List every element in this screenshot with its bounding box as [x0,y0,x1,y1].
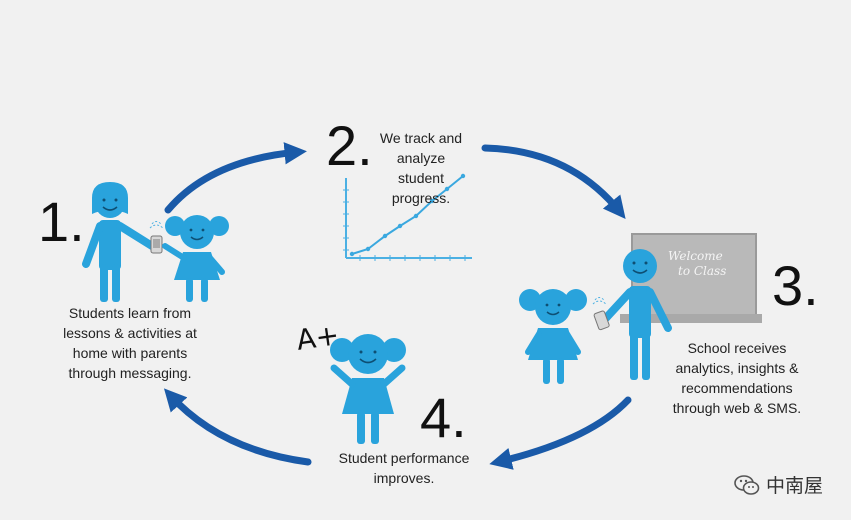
step-3-number: 3. [772,254,819,317]
step-3-caption-line: recommendations [681,380,793,396]
teacher-figure [602,249,672,380]
step-1-caption-line: through messaging. [68,365,192,381]
step-2-caption-line: progress. [391,190,451,206]
step-2-caption-line: analyze [396,150,446,166]
watermark: 中南屋 [734,471,823,498]
chart-point [397,223,403,229]
grade-mark: A+ [294,318,341,357]
step-1-caption-line: Students learn from [68,305,192,321]
step-2-caption: We track and analyze student progress. [366,128,476,208]
chart-point [365,246,371,252]
chart-point [349,251,355,257]
parent-figure [82,182,156,302]
step-3-caption: School receives analytics, insights & re… [654,338,820,418]
step-4-caption-line: Student performance [338,450,470,466]
step-2-caption-line: We track and [379,130,463,146]
chart-point [382,233,388,239]
chart-point [460,173,466,179]
step-1-caption-line: lessons & activities at [63,325,197,341]
step-3-caption-line: School receives [687,340,787,356]
step-1-caption-line: home with parents [72,345,188,361]
phone-icon [592,297,610,331]
step-3-caption-line: through web & SMS. [672,400,802,416]
step-3-caption-line: analytics, insights & [675,360,799,376]
step-4-caption: Student performance improves. [316,448,492,488]
chart-point [413,213,419,219]
phone-icon [149,221,164,254]
board-line-2: to Class [678,264,726,278]
chart-point [429,198,435,204]
child-figure-4 [330,334,406,444]
arrow-2-to-3 [481,144,626,219]
arrow-3-to-4 [489,396,632,470]
step-1-number: 1. [38,190,85,253]
child-figure-3 [519,289,587,384]
cycle-arrows [163,142,632,470]
step-2-caption-line: student [398,170,444,186]
step-1-caption: Students learn from lessons & activities… [40,303,220,383]
arrow-1-to-2 [164,142,307,214]
step-4-number: 4. [420,386,467,449]
watermark-text: 中南屋 [765,475,823,497]
step-4-caption-line: improves. [373,470,435,486]
board-line-1: Welcome [668,249,723,263]
progress-chart [343,173,472,261]
arrow-4-to-1 [163,388,312,466]
step-2-number: 2. [326,114,373,177]
chart-point [444,186,450,192]
wechat-icon [734,474,760,495]
child-figure-1 [162,215,229,302]
